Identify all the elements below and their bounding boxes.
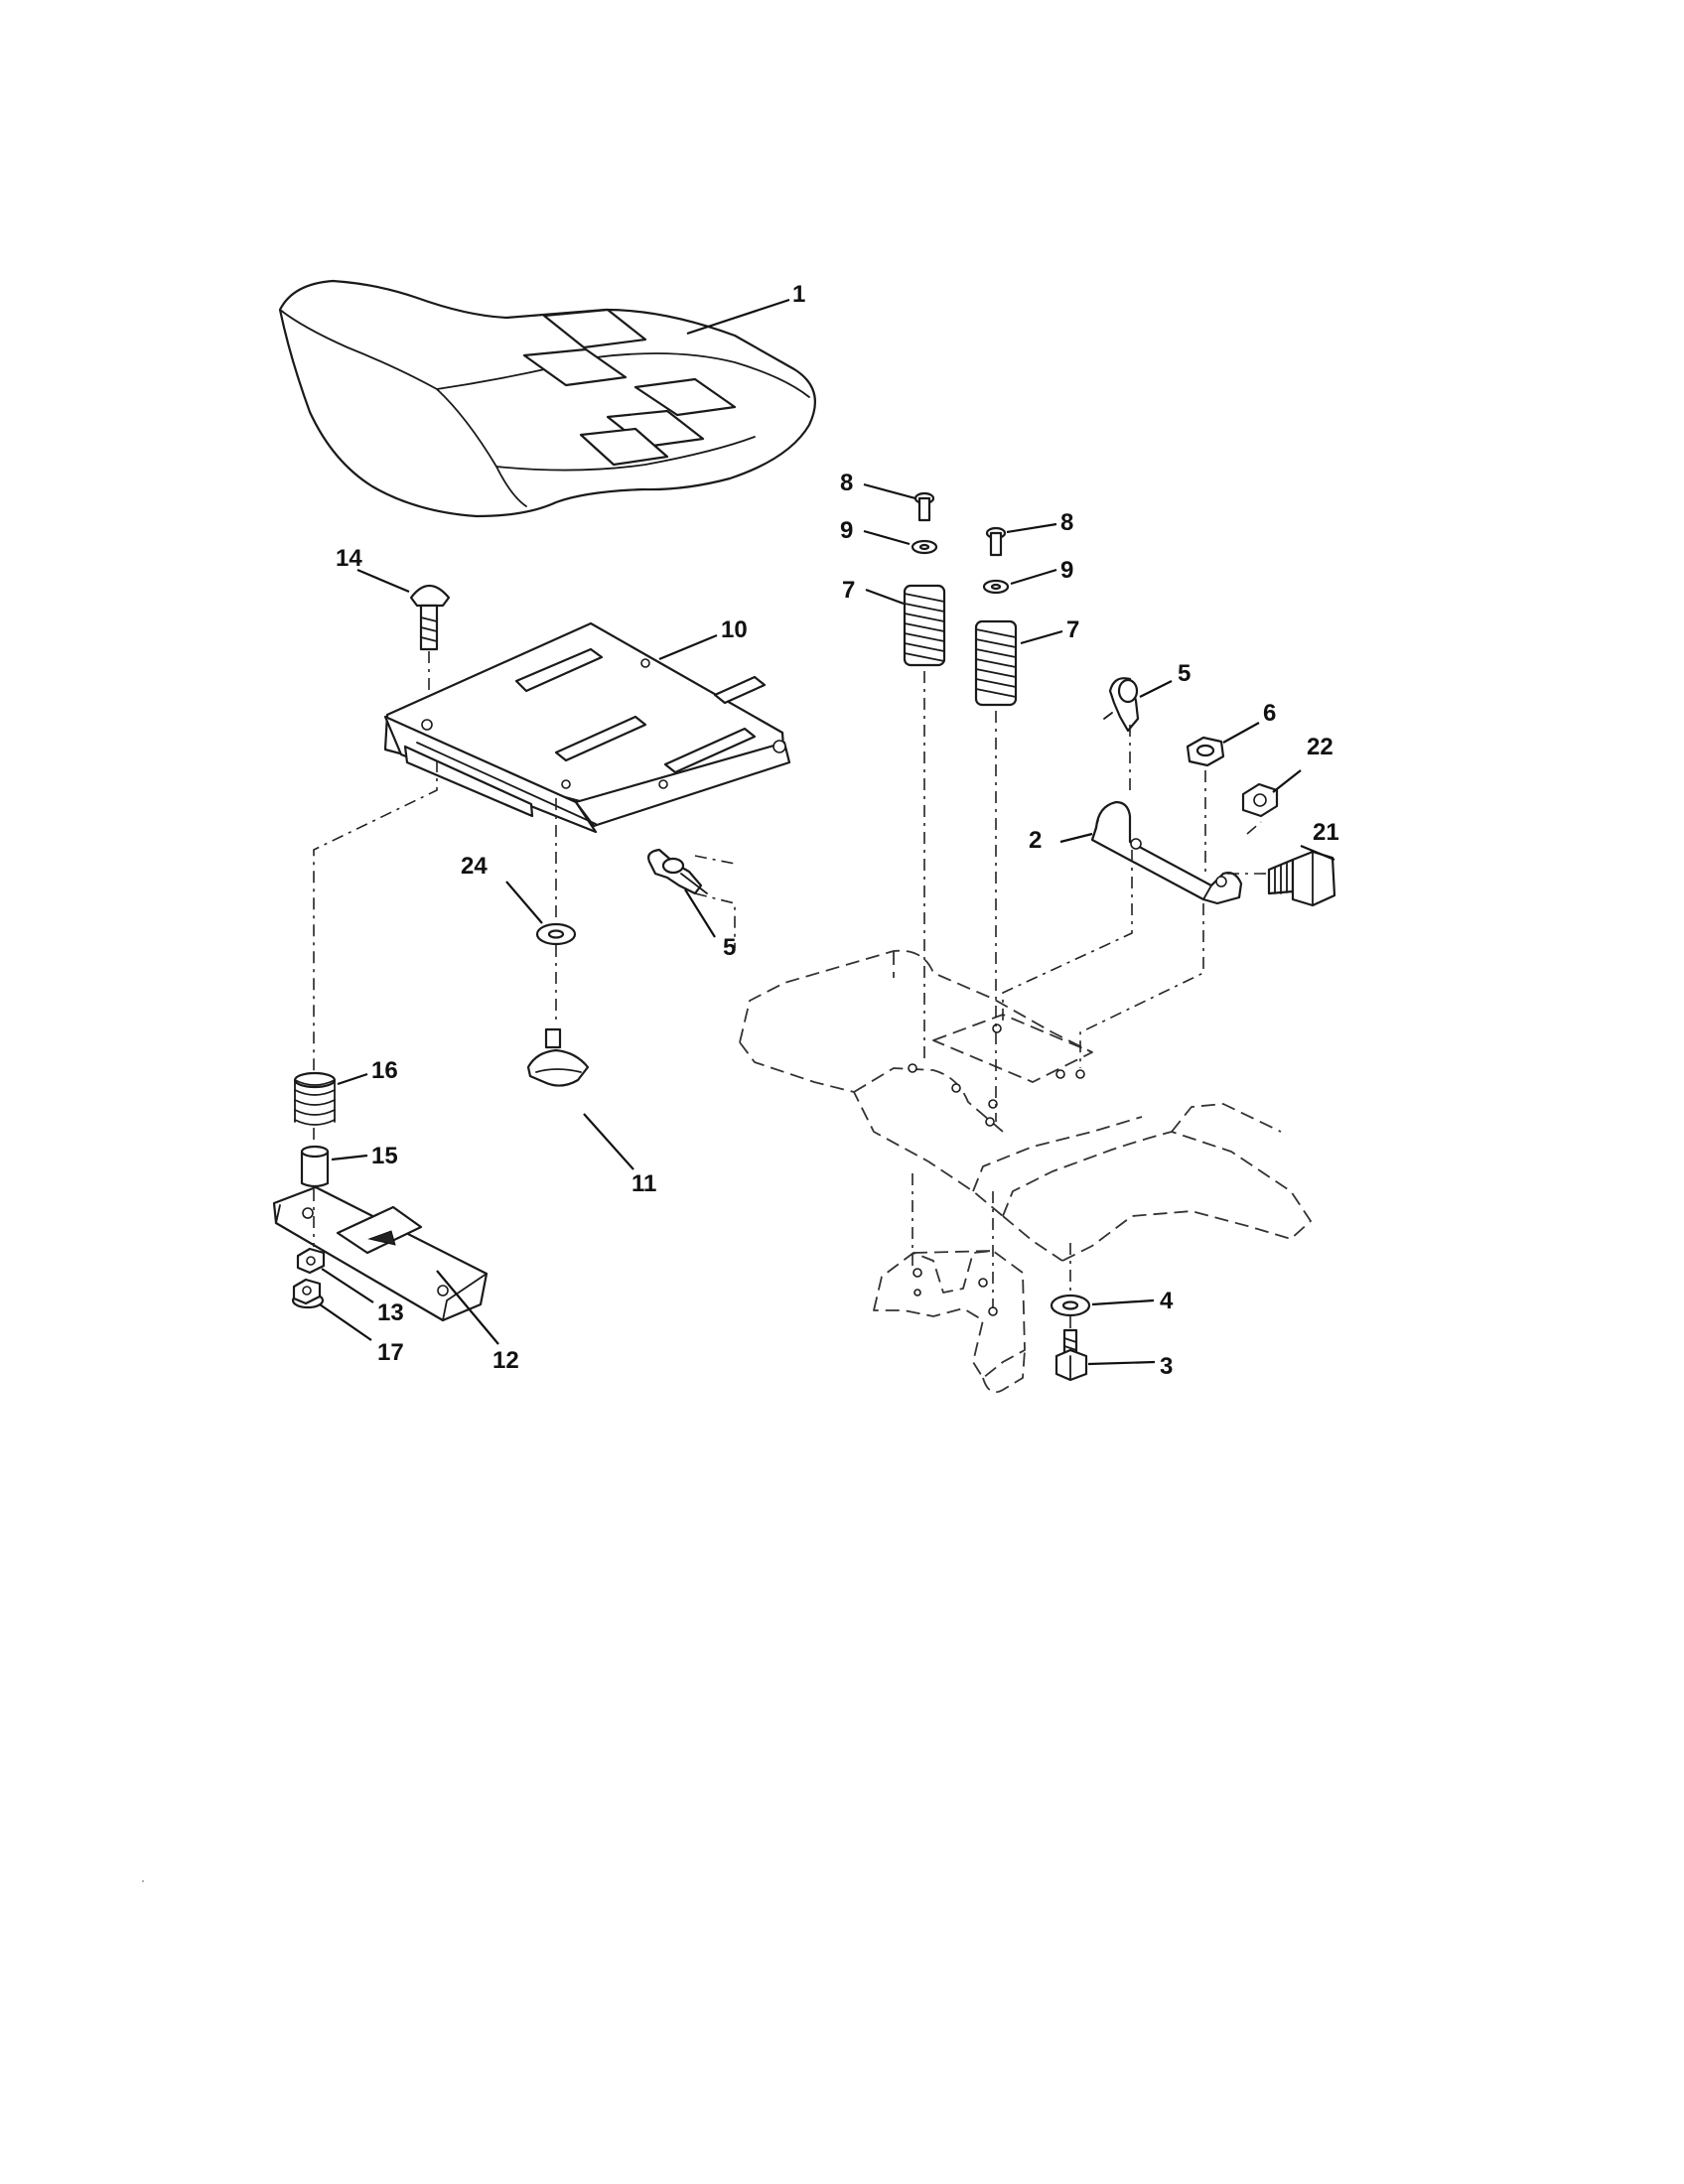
- washer-24: [535, 922, 577, 946]
- leader-9b: [1010, 568, 1057, 586]
- seat-bracket: [1090, 800, 1243, 905]
- leader-21: [1300, 844, 1335, 862]
- leader-3: [1087, 1360, 1156, 1366]
- callout-3: 3: [1160, 1353, 1173, 1380]
- adjustment-knob: [526, 1027, 590, 1087]
- callout-8-left: 8: [840, 470, 853, 496]
- callout-5-left: 5: [723, 934, 736, 961]
- leader-9a: [863, 529, 911, 546]
- callout-11: 11: [632, 1170, 656, 1197]
- washer-4: [1050, 1294, 1091, 1317]
- bolt-8-left: [913, 491, 935, 522]
- callout-10: 10: [721, 616, 748, 643]
- leader-5b: [1139, 680, 1173, 698]
- callout-15: 15: [371, 1143, 398, 1169]
- seat: [278, 279, 816, 518]
- carriage-bolt: [409, 584, 451, 651]
- bolt-8-right: [985, 526, 1007, 557]
- leader-13: [321, 1268, 374, 1303]
- callout-5-right: 5: [1178, 660, 1191, 687]
- hex-bolt-3: [1054, 1328, 1088, 1382]
- callout-1: 1: [792, 281, 805, 308]
- callout-8-right: 8: [1060, 509, 1073, 536]
- leader-8b: [1006, 522, 1057, 534]
- leader-10: [658, 633, 718, 661]
- leader-7b: [1020, 629, 1063, 645]
- seat-pan: [383, 621, 791, 834]
- bushing-15: [300, 1145, 330, 1188]
- callout-22: 22: [1307, 734, 1333, 760]
- washer-9-right: [982, 579, 1010, 595]
- leader-7a: [865, 588, 905, 606]
- washer-9-left: [911, 539, 938, 555]
- scan-speck: [142, 1880, 144, 1882]
- callout-12: 12: [492, 1347, 519, 1374]
- leader-22: [1272, 769, 1302, 793]
- leader-8a: [863, 482, 916, 500]
- leader-4: [1091, 1298, 1155, 1306]
- callout-16: 16: [371, 1057, 398, 1084]
- callout-leaders: [319, 298, 1335, 1366]
- leader-1: [686, 298, 790, 336]
- cable-clip-right: [1103, 677, 1140, 733]
- callout-9-left: 9: [840, 517, 853, 544]
- spring-16: [293, 1071, 337, 1126]
- shoulder-bolt: [1267, 850, 1336, 907]
- callout-2: 2: [1029, 827, 1042, 854]
- spring-7-right: [974, 619, 1018, 707]
- callout-labels: 1 2 3 4 5 5 6 7 7 8 8 9 9 10 11 12 13 14…: [336, 281, 1339, 1380]
- callout-9-right: 9: [1060, 557, 1073, 584]
- leader-5a: [684, 888, 716, 938]
- callout-24: 24: [461, 853, 488, 880]
- callout-21: 21: [1313, 819, 1339, 846]
- leader-2: [1059, 832, 1093, 844]
- spring-7-left: [903, 584, 946, 667]
- cable-clip-left: [647, 848, 708, 895]
- callout-6: 6: [1263, 700, 1276, 727]
- leader-15: [331, 1154, 368, 1161]
- callout-13: 13: [377, 1299, 404, 1326]
- slide-plate: [272, 1185, 489, 1322]
- leader-14: [356, 568, 410, 594]
- leader-24: [505, 881, 543, 924]
- callout-7-left: 7: [842, 577, 855, 604]
- leader-12: [436, 1270, 499, 1345]
- callout-17: 17: [377, 1339, 404, 1366]
- callout-7-right: 7: [1066, 616, 1079, 643]
- nut-13: [296, 1247, 326, 1275]
- callout-14: 14: [336, 545, 362, 572]
- frame-phantom-outline: [739, 949, 1312, 1394]
- leader-16: [337, 1072, 368, 1086]
- assembly-centerlines: [313, 651, 1269, 1328]
- leader-17: [319, 1303, 372, 1341]
- leader-11: [583, 1113, 634, 1170]
- leader-6: [1222, 722, 1260, 744]
- flange-nut-17: [291, 1278, 325, 1309]
- callout-4: 4: [1160, 1288, 1174, 1314]
- lock-nut-6: [1186, 736, 1225, 767]
- nut-22: [1241, 782, 1279, 818]
